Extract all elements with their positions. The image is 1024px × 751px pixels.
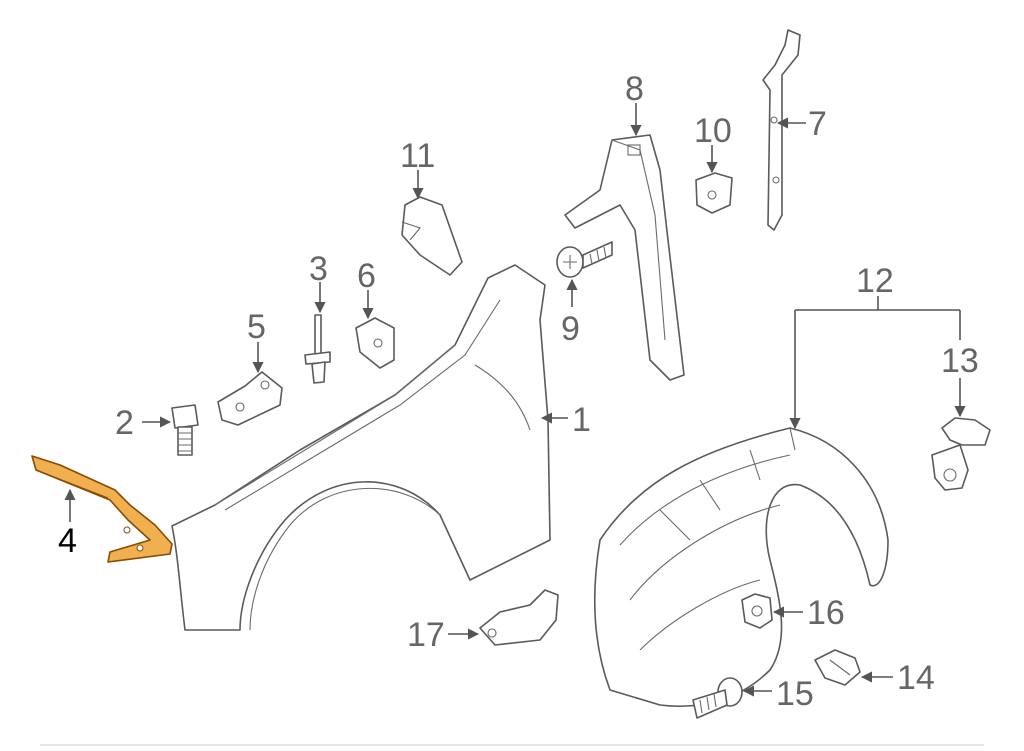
callout-11: 11 xyxy=(400,137,435,175)
callout-15: 15 xyxy=(776,675,814,713)
callout-14: 14 xyxy=(897,659,935,697)
retaining-clip-part[interactable] xyxy=(931,417,991,491)
callout-4: 4 xyxy=(58,522,77,560)
rivet-pin-part[interactable] xyxy=(304,314,331,384)
callout-5: 5 xyxy=(247,308,266,346)
clip-nut-part[interactable] xyxy=(695,172,733,214)
fender-bracket-highlighted[interactable] xyxy=(31,455,173,563)
fastener-clip-part[interactable] xyxy=(814,649,861,686)
callout-12: 12 xyxy=(856,262,894,300)
callout-numbers: 1 2 3 4 5 6 7 8 9 10 11 12 13 14 15 16 1… xyxy=(58,70,979,713)
callout-8: 8 xyxy=(625,70,644,108)
callout-13: 13 xyxy=(941,342,979,380)
small-bracket-part[interactable] xyxy=(355,317,395,369)
callout-6: 6 xyxy=(357,257,376,295)
fender-part[interactable] xyxy=(171,264,551,631)
vertical-strip-part[interactable] xyxy=(762,29,801,231)
callout-9: 9 xyxy=(561,310,580,348)
lower-bracket-part[interactable] xyxy=(479,589,559,646)
pillar-bracket-part[interactable] xyxy=(564,134,685,381)
bolt-part[interactable] xyxy=(171,404,199,456)
callout-1: 1 xyxy=(572,401,591,439)
callout-17: 17 xyxy=(407,616,445,654)
callout-2: 2 xyxy=(115,404,134,442)
tapping-screw-part[interactable] xyxy=(692,677,743,719)
callout-7: 7 xyxy=(808,105,827,143)
callout-16: 16 xyxy=(807,594,845,632)
block-insulator-part[interactable] xyxy=(401,196,463,276)
callout-3: 3 xyxy=(309,250,328,288)
mount-bracket-part[interactable] xyxy=(217,371,283,426)
hex-nut-part[interactable] xyxy=(741,593,773,629)
bottom-divider xyxy=(40,744,984,746)
leader-lines xyxy=(64,103,966,697)
screw-part[interactable] xyxy=(556,241,613,278)
callout-10: 10 xyxy=(694,112,732,150)
